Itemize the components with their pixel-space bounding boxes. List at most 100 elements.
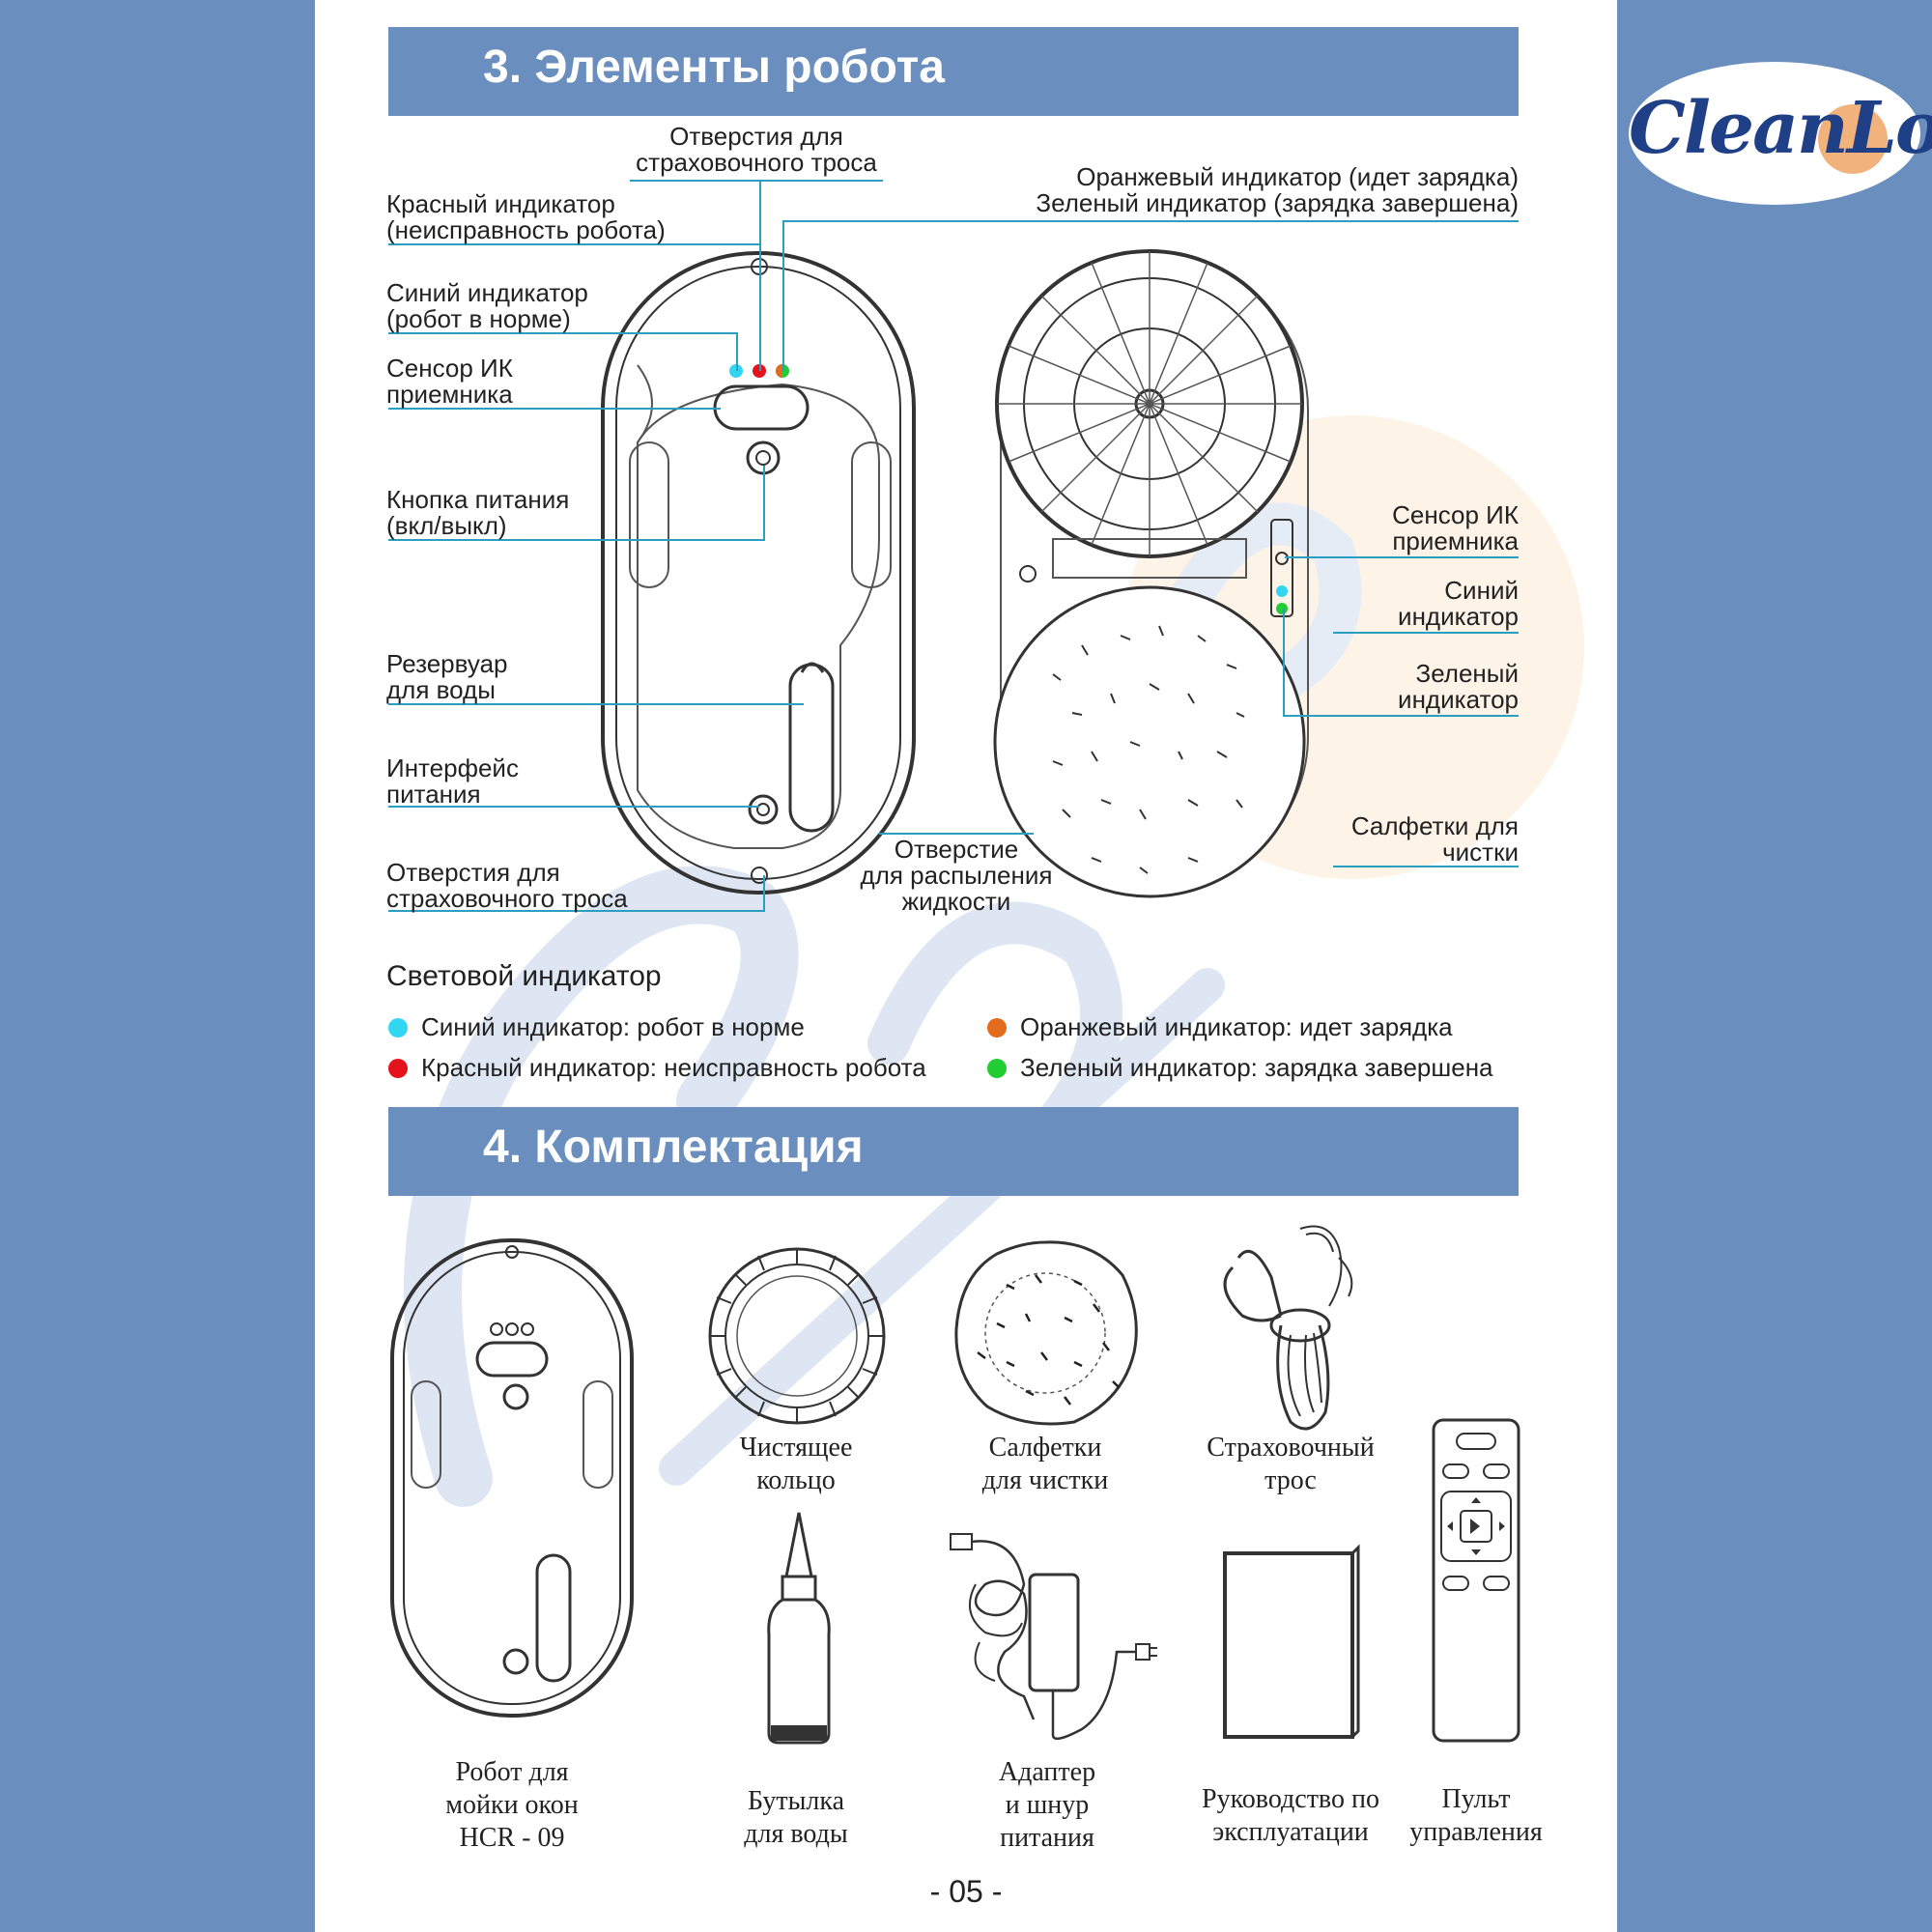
- caption-line: Пульт: [1441, 1784, 1511, 1814]
- label-cleaning-pads: Салфетки для чистки: [1296, 813, 1519, 866]
- label-red-indicator: Красный индикатор (неисправность робота): [386, 191, 666, 243]
- label-charge-indicator: Оранжевый индикатор (идет зарядка) Зелен…: [966, 164, 1519, 216]
- leader-blue-v: [736, 332, 738, 371]
- label-green-right: Зеленый индикатор: [1325, 661, 1519, 713]
- label-line: Сенсор ИК: [386, 354, 513, 383]
- caption-rope: Страховочный трос: [1184, 1432, 1397, 1497]
- watermark-stroke-3: [867, 901, 1122, 1180]
- label-line: Резервуар: [386, 649, 508, 678]
- label-power-button: Кнопка питания (вкл/выкл): [386, 487, 569, 539]
- label-line: Зеленый: [1415, 659, 1519, 688]
- caption-line: и шнур: [1005, 1790, 1090, 1820]
- label-water-tank: Резервуар для воды: [386, 651, 508, 703]
- caption-line: Салфетки: [988, 1433, 1102, 1463]
- blue-led: [729, 364, 743, 378]
- label-line: для воды: [386, 675, 496, 704]
- caption-remote: Пульт управления: [1399, 1783, 1553, 1849]
- leader-blue-right: [1333, 632, 1519, 634]
- package-rope-drawing: [1223, 1225, 1353, 1431]
- legend-text: Красный индикатор: неисправность робота: [421, 1053, 926, 1082]
- section-header-package-contents: 4. Комплектация: [388, 1107, 1519, 1196]
- caption-line: кольцо: [756, 1465, 836, 1495]
- legend-dot-blue: [388, 1018, 408, 1037]
- label-line: индикатор: [1398, 602, 1519, 631]
- green-led-back: [1276, 603, 1288, 614]
- section-title: 4. Комплектация: [483, 1122, 864, 1173]
- legend-text: Зеленый индикатор: зарядка завершена: [1020, 1053, 1493, 1082]
- logo-orange-dot: [1818, 104, 1888, 174]
- package-manual-drawing: [1223, 1544, 1360, 1739]
- label-line: (неисправность робота): [386, 215, 666, 244]
- watermark-stroke-2: [659, 968, 1225, 1486]
- legend-text: Синий индикатор: робот в норме: [421, 1012, 805, 1041]
- label-ir-sensor-right: Сенсор ИК приемника: [1325, 502, 1519, 554]
- section-title: 3. Элементы робота: [483, 42, 945, 93]
- leader-ir: [388, 408, 721, 410]
- caption-line: для чистки: [981, 1465, 1109, 1495]
- label-line: (вкл/выкл): [386, 511, 507, 540]
- label-line: Отверстие: [894, 835, 1019, 864]
- right-margin-band: [1617, 0, 1932, 1932]
- package-ring-drawing: [708, 1247, 886, 1425]
- watermark-stroke-4: [1157, 502, 1362, 707]
- leader-charge: [782, 220, 1519, 222]
- leader-safety-bottom-v: [763, 875, 765, 912]
- leader-red: [388, 243, 759, 245]
- caption-bottle: Бутылка для воды: [699, 1785, 893, 1851]
- legend-item-green: Зеленый индикатор: зарядка завершена: [987, 1053, 1493, 1083]
- package-remote-drawing: [1432, 1418, 1520, 1743]
- caption-line: Руководство по: [1202, 1784, 1379, 1814]
- label-line: жидкости: [901, 887, 1011, 916]
- label-line: Отверстия для: [669, 122, 843, 151]
- caption-line: HCR - 09: [459, 1823, 565, 1853]
- package-pads-drawing: [954, 1240, 1138, 1426]
- label-safety-hole-bottom: Отверстия для страховочного троса: [386, 860, 628, 912]
- leader-safety-top-v: [759, 180, 761, 267]
- blue-led-back: [1276, 585, 1288, 597]
- robot-back-drawing: [993, 249, 1309, 898]
- legend-dot-orange: [987, 1018, 1007, 1037]
- label-line: питания: [386, 780, 481, 809]
- caption-line: Робот для: [455, 1757, 569, 1787]
- caption-line: управления: [1409, 1817, 1543, 1847]
- label-line: приемника: [386, 380, 513, 409]
- label-line: Красный индикатор: [386, 189, 615, 218]
- caption-line: питания: [1000, 1823, 1094, 1853]
- package-bottle-drawing: [767, 1512, 831, 1745]
- label-line: Отверстия для: [386, 858, 560, 887]
- caption-ring: Чистящее кольцо: [699, 1432, 893, 1497]
- watermark-stroke-1: [404, 866, 799, 1507]
- label-line: Салфетки для: [1350, 811, 1519, 840]
- left-margin-band: [0, 0, 315, 1932]
- leader-safety-top: [630, 180, 883, 182]
- leader-red-v: [759, 243, 761, 371]
- caption-line: мойки окон: [445, 1790, 579, 1820]
- caption-manual: Руководство по эксплуатации: [1184, 1783, 1397, 1849]
- caption-robot: Робот для мойки окон HCR - 09: [417, 1756, 607, 1855]
- label-line: индикатор: [1398, 685, 1519, 714]
- leader-safety-bottom: [388, 910, 763, 912]
- label-line: страховочного троса: [386, 884, 628, 913]
- legend-text: Оранжевый индикатор: идет зарядка: [1020, 1012, 1453, 1041]
- section-header-robot-elements: 3. Элементы робота: [388, 27, 1519, 116]
- label-line: страховочного троса: [636, 148, 877, 177]
- leader-blue: [388, 332, 736, 334]
- caption-line: Адаптер: [998, 1757, 1096, 1787]
- caption-line: Бутылка: [747, 1786, 844, 1816]
- robot-front-drawing: [601, 251, 916, 895]
- caption-pads: Салфетки для чистки: [949, 1432, 1142, 1497]
- label-blue-right: Синий индикатор: [1325, 578, 1519, 630]
- leader-charge-v: [782, 220, 784, 371]
- legend-item-orange: Оранжевый индикатор: идет зарядка: [987, 1012, 1453, 1042]
- label-line: Кнопка питания: [386, 485, 570, 514]
- caption-line: трос: [1264, 1465, 1317, 1495]
- leader-pads: [1333, 866, 1519, 867]
- safety-hole-bottom-shape: [751, 867, 768, 884]
- legend-dot-green: [987, 1059, 1007, 1078]
- logo-text: CleanLo: [1629, 87, 1932, 170]
- label-line: Синий индикатор: [386, 278, 588, 307]
- label-power-interface: Интерфейс питания: [386, 755, 519, 808]
- legend-title: Световой индикатор: [386, 960, 662, 992]
- leader-ir-right: [1285, 556, 1519, 558]
- caption-line: Страховочный: [1207, 1433, 1375, 1463]
